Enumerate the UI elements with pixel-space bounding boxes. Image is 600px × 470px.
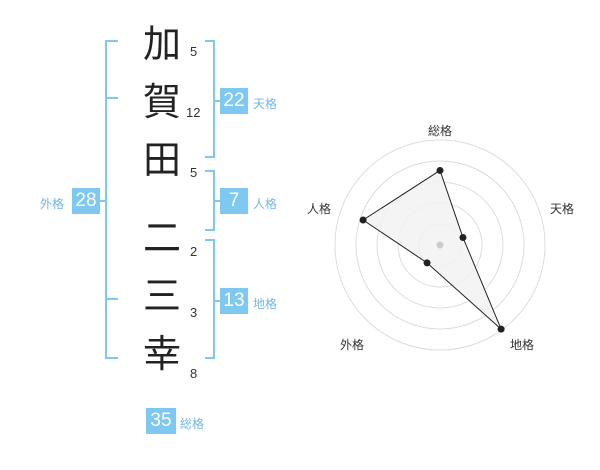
tenkaku-bracket	[205, 40, 215, 158]
name-char-5: 三	[142, 274, 181, 318]
name-char-6: 幸	[142, 332, 181, 376]
radar-label-jinkaku: 人格	[307, 202, 332, 216]
name-char-1: 加	[142, 22, 181, 66]
gaikaku-label: 外格	[40, 197, 65, 211]
radar-label-gaikaku: 外格	[340, 338, 365, 352]
radar-point-3	[497, 325, 505, 333]
chikaku-bracket	[205, 239, 215, 359]
chikaku-badge: 13	[220, 288, 248, 314]
tenkaku-badge: 22	[220, 88, 248, 114]
gaikaku-bracket	[105, 40, 118, 359]
radar-label-chikaku: 地格	[510, 338, 535, 352]
soukaku-label: 総格	[180, 417, 205, 431]
chikaku-label: 地格	[253, 297, 278, 311]
radar-label-tenkaku: 天格	[550, 202, 575, 216]
radar-label-soukaku: 総格	[428, 124, 453, 138]
radar-point-5	[359, 216, 367, 224]
jinkaku-badge: 7	[220, 188, 248, 214]
soukaku-badge: 35	[146, 408, 176, 434]
name-char-3: 田	[142, 138, 181, 182]
radar-polygon	[362, 169, 502, 330]
name-char-2: 賀	[142, 80, 181, 124]
radar-ring	[355, 160, 525, 330]
radar-point-4	[423, 259, 431, 267]
radar-center-dot	[436, 241, 444, 249]
stroke-count-2: 12	[186, 105, 201, 120]
name-char-4: 二	[142, 216, 181, 260]
stroke-count-4: 2	[190, 244, 198, 259]
stroke-count-3: 5	[190, 165, 198, 180]
tenkaku-label: 天格	[253, 97, 278, 111]
radar-point-1	[436, 166, 444, 174]
gaikaku-badge: 28	[72, 188, 100, 214]
stroke-count-1: 5	[190, 44, 198, 59]
stroke-count-6: 8	[190, 366, 198, 381]
jinkaku-label: 人格	[253, 197, 278, 211]
stroke-count-5: 3	[190, 305, 198, 320]
radar-ring	[334, 139, 546, 351]
radar-point-2	[459, 234, 467, 242]
